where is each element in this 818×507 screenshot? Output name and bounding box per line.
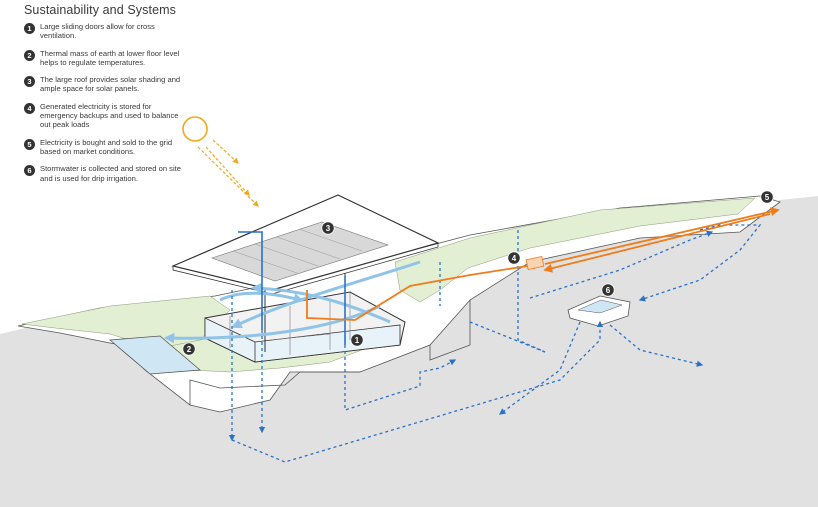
electricity-line [543, 213, 771, 273]
marker-badge: 6 [601, 283, 615, 297]
marker-badge: 4 [507, 251, 521, 265]
legend-text: Electricity is bought and sold to the gr… [40, 137, 173, 156]
solar-panels [211, 221, 389, 282]
number-badge: 5 [24, 138, 35, 150]
legend-item: 5 Electricity is bought and sold to the … [24, 138, 184, 157]
sun-ray-arrow [205, 146, 250, 196]
number-badge: 3 [24, 76, 35, 88]
sun-ray-arrow [212, 139, 239, 164]
electricity-line [544, 207, 780, 265]
svg-text:5: 5 [765, 193, 770, 202]
marker-badge: 3 [321, 221, 335, 235]
battery-icon [525, 255, 545, 271]
svg-text:6: 6 [606, 286, 611, 295]
number-badge: 6 [24, 165, 35, 177]
ventilation-arrow [219, 291, 305, 304]
solar-panel-grid [232, 228, 363, 274]
marker-badge: 2 [182, 342, 196, 356]
sun-ray-arrow [197, 146, 259, 207]
svg-text:3: 3 [326, 224, 331, 233]
legend-text: The large roof provides solar shading an… [40, 75, 181, 94]
ventilation-arrow [163, 304, 381, 344]
page-title: Sustainability and Systems [24, 3, 176, 17]
electricity-line [306, 260, 542, 321]
legend-item: 3 The large roof provides solar shading … [24, 75, 184, 94]
rainwater-downpipe [238, 231, 263, 330]
legend-text: Thermal mass of earth at lower floor lev… [40, 48, 180, 67]
water-tank-fill [577, 299, 623, 314]
lawn [394, 197, 756, 303]
marker-badge: 1 [350, 333, 364, 347]
legend-item: 4 Generated electricity is stored for em… [24, 102, 184, 130]
ventilation-arrow [231, 260, 421, 329]
legend-item: 2 Thermal mass of earth at lower floor l… [24, 49, 184, 68]
legend-text: Generated electricity is stored for emer… [40, 101, 179, 130]
number-badge: 1 [24, 23, 35, 34]
sun-icon [182, 116, 208, 142]
legend: 1 Large sliding doors allow for cross ve… [24, 22, 184, 191]
house-glazing [204, 317, 401, 363]
stormwater-flows [228, 224, 762, 463]
legend-text: Large sliding doors allow for cross vent… [40, 22, 155, 41]
pool [109, 335, 201, 375]
ventilation-arrow [250, 283, 391, 324]
number-badge: 2 [24, 49, 35, 61]
legend-item: 1 Large sliding doors allow for cross ve… [24, 22, 184, 41]
svg-text:2: 2 [187, 345, 192, 354]
legend-text: Stormwater is collected and stored on si… [40, 164, 181, 183]
number-badge: 4 [24, 102, 35, 114]
svg-text:1: 1 [355, 336, 360, 345]
svg-text:4: 4 [512, 254, 517, 263]
legend-item: 6 Stormwater is collected and stored on … [24, 164, 184, 183]
marker-badge: 5 [760, 190, 774, 204]
